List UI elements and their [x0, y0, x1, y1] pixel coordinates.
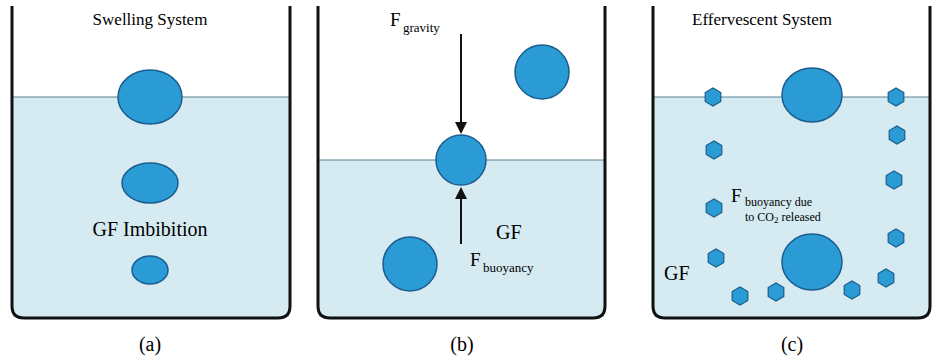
label: GF: [664, 263, 690, 283]
swelling-tablet: [122, 163, 178, 203]
gravity-arrow: [460, 34, 462, 124]
tablet: [515, 45, 569, 99]
beaker-c: [653, 6, 930, 318]
beaker-a: [12, 6, 290, 318]
label: (c): [781, 334, 803, 354]
swollen-tablet: [118, 70, 182, 124]
label: GF: [496, 222, 522, 242]
tablet: [782, 234, 842, 290]
beaker-wall: [12, 6, 290, 318]
arrow-head: [455, 187, 467, 199]
label: F: [390, 10, 401, 29]
co2-bubble: [889, 126, 905, 144]
label: (b): [450, 334, 473, 354]
label: gravity: [403, 21, 440, 34]
gastric-fluid: [13, 97, 289, 317]
label: buoyancy: [483, 261, 534, 274]
floating-tablet: [782, 68, 842, 122]
label: F: [731, 186, 742, 205]
dry-tablet: [132, 256, 168, 284]
co2-bubble: [706, 141, 722, 159]
label: 2: [774, 216, 779, 225]
label: to CO: [745, 211, 774, 223]
beaker-wall: [318, 6, 605, 318]
co2-bubbles: [705, 88, 905, 305]
label: (a): [139, 334, 161, 354]
tablet: [383, 237, 437, 291]
co2-bubble: [888, 88, 904, 106]
floating-tablet: [436, 135, 486, 185]
label: released: [782, 211, 821, 223]
label: buoyancy due: [745, 196, 812, 208]
label: Effervescent System: [692, 11, 832, 28]
co2-bubble: [706, 199, 722, 217]
co2-bubble: [886, 171, 902, 189]
buoyancy-arrow: [460, 198, 462, 244]
co2-bubble: [768, 283, 784, 301]
co2-bubble: [705, 88, 721, 106]
co2-bubble: [844, 281, 860, 299]
co2-bubble: [878, 269, 894, 287]
label: Swelling System: [93, 11, 208, 28]
label: F: [470, 250, 481, 269]
co2-bubble: [888, 229, 904, 247]
arrow-head: [455, 122, 467, 134]
label: GF Imbibition: [92, 219, 207, 239]
gastric-fluid: [654, 97, 929, 317]
co2-bubble: [708, 249, 724, 267]
beaker-wall: [653, 6, 930, 318]
co2-bubble: [732, 287, 748, 305]
beaker-b: [318, 6, 605, 318]
